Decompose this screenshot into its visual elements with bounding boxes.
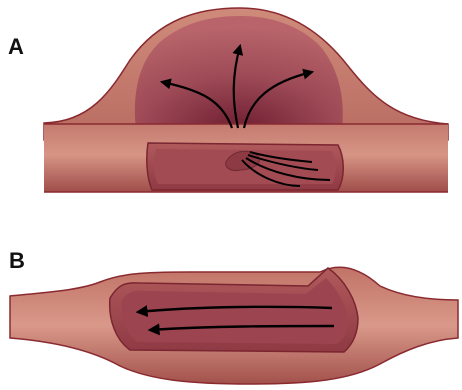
fusiform-aneurysm xyxy=(10,267,458,384)
saccular-aneurysm xyxy=(44,8,448,192)
